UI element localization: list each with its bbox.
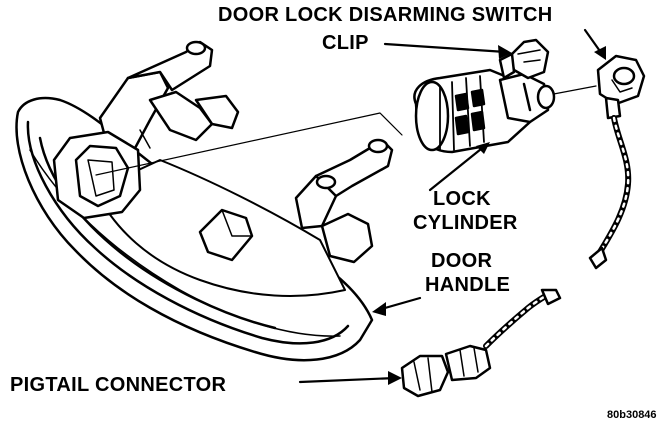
lock-cylinder-part	[413, 38, 556, 154]
label-lock-cylinder-line1: LOCK	[433, 188, 491, 210]
label-door-lock-disarming-switch: DOOR LOCK DISARMING SWITCH	[218, 4, 553, 26]
label-door-handle-line2: HANDLE	[425, 274, 511, 296]
label-clip: CLIP	[322, 32, 369, 54]
leader-lines	[298, 28, 604, 384]
label-door-handle-line1: DOOR	[431, 250, 493, 272]
upper-mounting-bracket	[98, 40, 240, 152]
figure-id: 80b30846	[607, 409, 657, 421]
leader-arrowheads	[372, 45, 606, 385]
assembly-centerline	[95, 112, 403, 176]
right-mounting-bracket	[294, 138, 394, 264]
label-lock-cylinder-line2: CYLINDER	[413, 212, 518, 234]
disarming-switch-part	[588, 54, 646, 270]
pigtail-connector-part	[400, 288, 562, 398]
label-pigtail-connector: PIGTAIL CONNECTOR	[10, 374, 227, 396]
